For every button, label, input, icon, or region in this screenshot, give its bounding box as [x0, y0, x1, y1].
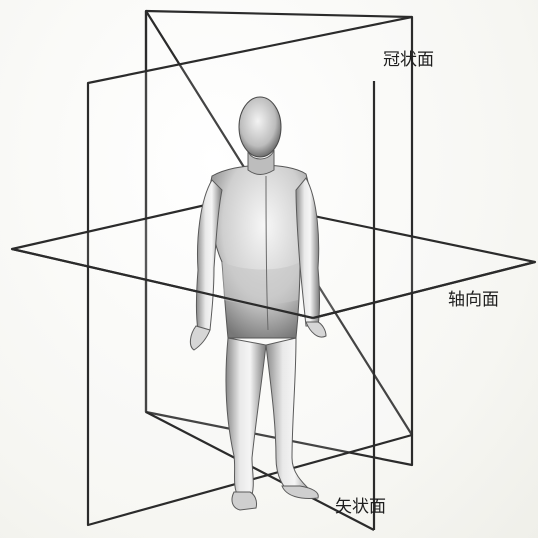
sagittal-plane-label: 矢状面	[335, 499, 386, 516]
coronal-plane-label: 冠状面	[383, 52, 434, 69]
axial-plane-label: 轴向面	[448, 292, 499, 309]
sagittal-plane-edge	[146, 11, 412, 17]
